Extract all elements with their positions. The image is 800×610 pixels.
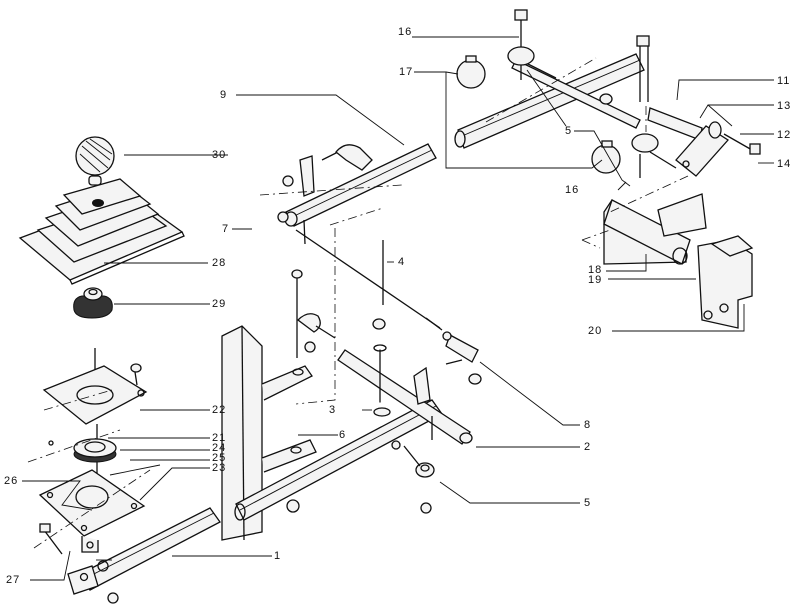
callout-7: 7 [222, 223, 230, 235]
callout-8: 8 [584, 419, 592, 431]
callout-14: 14 [777, 158, 792, 170]
lower-shift-rod [67, 507, 221, 604]
upper-mounting-plate [42, 348, 148, 425]
callout-16: 16 [565, 184, 580, 196]
callout-17: 17 [399, 66, 414, 78]
selector-assembly [454, 9, 761, 178]
callout-5: 5 [584, 497, 592, 509]
callout-4: 4 [398, 256, 406, 268]
callout-11: 11 [777, 75, 791, 87]
callout-20: 20 [588, 325, 603, 337]
callout-24: 24 [212, 442, 227, 454]
reverse-light-bracket [603, 193, 707, 265]
main-bracket [221, 325, 317, 541]
callout-6: 6 [339, 429, 347, 441]
callout-9: 9 [220, 89, 228, 101]
callout-21: 21 [212, 432, 227, 444]
callout-2: 2 [584, 441, 592, 453]
lower-mounting-plate [38, 469, 146, 555]
callout-leaders [22, 36, 774, 581]
rubber-bush [73, 287, 113, 319]
reverse-light-switch [697, 235, 754, 329]
callout-30: 30 [212, 149, 227, 161]
pivot-bearing [48, 424, 117, 480]
callout-23: 23 [212, 462, 227, 474]
callout-1: 1 [274, 550, 282, 562]
link-rod [295, 229, 479, 365]
callout-16: 16 [398, 26, 413, 38]
cross-shift-tube [234, 344, 473, 521]
callout-22: 22 [212, 404, 227, 416]
gear-knob [75, 136, 115, 186]
callout-29: 29 [212, 298, 227, 310]
callout-19: 19 [588, 274, 603, 286]
callout-3: 3 [329, 404, 337, 416]
callout-13: 13 [777, 100, 792, 112]
upper-shift-tube [277, 143, 437, 245]
callout-27: 27 [6, 574, 21, 586]
callout-12: 12 [777, 129, 792, 141]
callout-25: 25 [212, 452, 227, 464]
callout-26: 26 [4, 475, 19, 487]
gear-gaiter [18, 178, 185, 285]
callout-18: 18 [588, 264, 603, 276]
fasteners [286, 240, 482, 514]
callout-5: 5 [565, 125, 573, 137]
callout-28: 28 [212, 257, 227, 269]
assembly-guide-lines [27, 57, 689, 549]
